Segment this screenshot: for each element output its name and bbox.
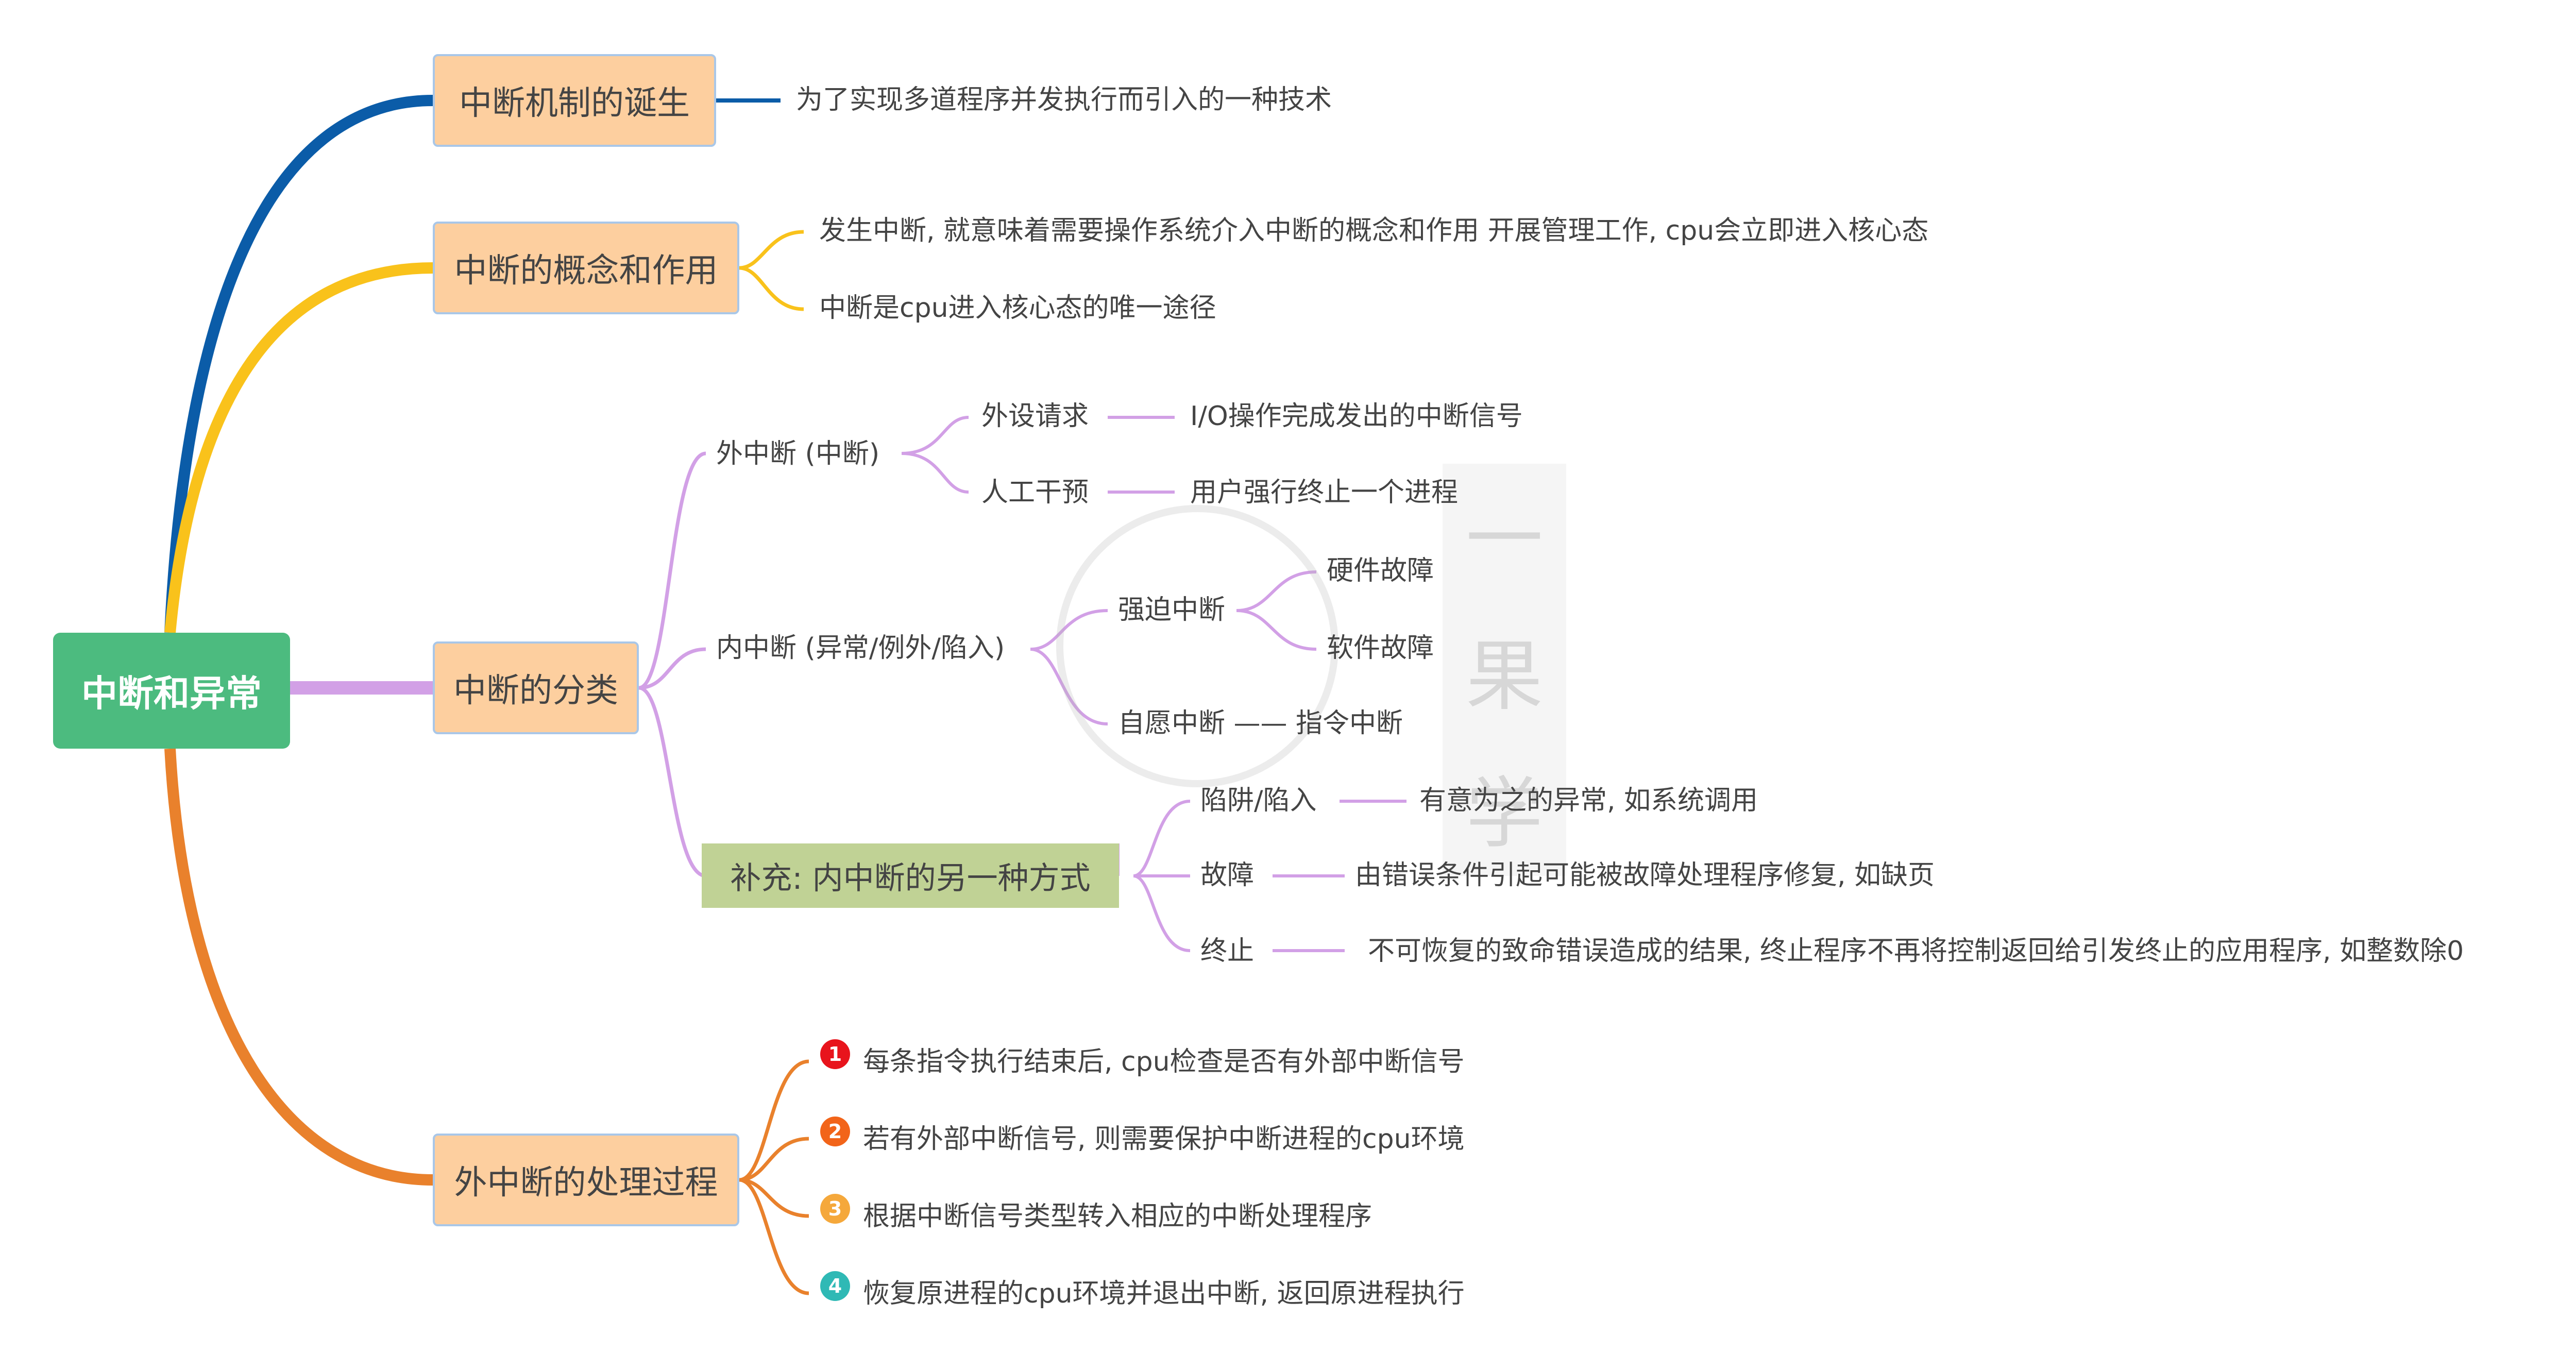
step-2-badge: 2: [820, 1117, 850, 1146]
supplement-node[interactable]: 补充: 内中断的另一种方式: [702, 843, 1119, 908]
topic-classification[interactable]: 中断的分类: [433, 641, 639, 734]
trap-label[interactable]: 陷阱/陷入: [1200, 785, 1317, 816]
origin-detail: 为了实现多道程序并发执行而引入的一种技术: [796, 84, 1332, 115]
step-1-text: 每条指令执行结束后, cpu检查是否有外部中断信号: [863, 1046, 1465, 1077]
software-fault-label: 软件故障: [1327, 633, 1434, 664]
forced-interrupt-label[interactable]: 强迫中断: [1118, 595, 1226, 626]
step-1-badge: 1: [820, 1039, 850, 1069]
voluntary-interrupt-label[interactable]: 自愿中断 —— 指令中断: [1118, 708, 1403, 739]
external-interrupt-label[interactable]: 外中断 (中断): [716, 438, 880, 469]
watermark-face-image: [1056, 505, 1338, 787]
abort-label[interactable]: 终止: [1200, 936, 1255, 967]
manual-intervention-detail: 用户强行终止一个进程: [1190, 477, 1459, 508]
trap-detail: 有意为之的异常, 如系统调用: [1419, 785, 1758, 816]
step-3-badge: 3: [820, 1194, 850, 1224]
step-2-text: 若有外部中断信号, 则需要保护中断进程的cpu环境: [863, 1124, 1465, 1155]
step-4-badge: 4: [820, 1271, 850, 1301]
topic-origin[interactable]: 中断机制的诞生: [433, 54, 716, 147]
internal-interrupt-label[interactable]: 内中断 (异常/例外/陷入): [716, 633, 1005, 664]
root-node[interactable]: 中断和异常: [53, 633, 290, 749]
step-3-text: 根据中断信号类型转入相应的中断处理程序: [863, 1201, 1372, 1232]
step-4-text: 恢复原进程的cpu环境并退出中断, 返回原进程执行: [863, 1278, 1465, 1309]
fault-label[interactable]: 故障: [1200, 860, 1255, 891]
abort-detail: 不可恢复的致命错误造成的结果, 终止程序不再将控制返回给引发终止的应用程序, 如…: [1368, 936, 2464, 967]
hardware-fault-label: 硬件故障: [1327, 555, 1434, 586]
peripheral-request-detail: I/O操作完成发出的中断信号: [1190, 401, 1523, 432]
fault-detail: 由错误条件引起可能被故障处理程序修复, 如缺页: [1355, 860, 1935, 891]
manual-intervention-label[interactable]: 人工干预: [981, 477, 1089, 508]
watermark-logo: 一 果 学: [1443, 464, 1566, 876]
concept-detail-1: 发生中断, 就意味着需要操作系统介入中断的概念和作用 开展管理工作, cpu会立…: [819, 215, 1929, 246]
peripheral-request-label[interactable]: 外设请求: [981, 401, 1089, 432]
concept-detail-2: 中断是cpu进入核心态的唯一途径: [819, 293, 1216, 324]
topic-concept[interactable]: 中断的概念和作用: [433, 222, 739, 314]
topic-process[interactable]: 外中断的处理过程: [433, 1134, 739, 1226]
